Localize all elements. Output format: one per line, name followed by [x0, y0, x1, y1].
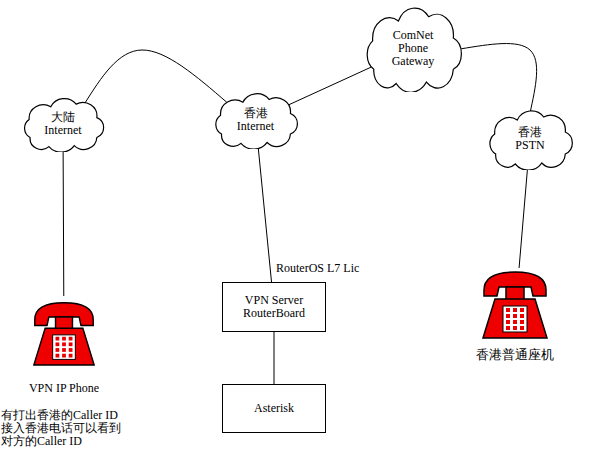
node-label: 香港普通座机	[465, 348, 565, 361]
keypad-key	[513, 308, 517, 312]
telephone-icon	[31, 296, 97, 370]
node-label: ComNet Phone Gateway	[387, 29, 439, 68]
keypad-key	[62, 348, 66, 352]
internet-cloud: 香港 Internet	[207, 91, 304, 149]
node-label: 大陆 Internet	[37, 111, 89, 137]
connector-line	[84, 50, 226, 104]
keypad-key	[506, 320, 510, 324]
ip-phone: VPN IP Phone	[14, 296, 114, 396]
connector-line	[461, 44, 536, 113]
telephone-icon	[476, 268, 554, 340]
connector-line	[274, 332, 275, 384]
connector-line	[258, 144, 272, 282]
node-label: 香港 Internet	[230, 107, 282, 133]
note-text: 有打出香港的Caller ID 接入香港电话可以看到 对方的Caller ID	[1, 409, 129, 448]
keypad-key	[513, 326, 517, 330]
keypad-key	[520, 308, 524, 312]
connector-line	[519, 165, 528, 268]
keypad-key	[56, 342, 60, 346]
keypad-key	[520, 326, 524, 330]
node-label: Asterisk	[254, 402, 294, 415]
keypad-key	[69, 348, 73, 352]
keypad-key	[69, 354, 73, 358]
phone-neck	[506, 287, 524, 300]
keypad-key	[69, 337, 73, 341]
keypad	[503, 306, 527, 332]
node-label: VPN Server RouterBoard	[236, 294, 312, 320]
internet-cloud: 大陆 Internet	[16, 96, 110, 152]
connector-line	[288, 67, 371, 105]
server-box: VPN Server RouterBoard	[222, 282, 326, 332]
keypad-key	[520, 314, 524, 318]
keypad	[53, 335, 76, 360]
keypad-key	[62, 337, 66, 341]
landline-phone: 香港普通座机	[465, 268, 565, 364]
keypad-key	[56, 337, 60, 341]
phone-neck	[56, 317, 73, 329]
keypad-key	[513, 320, 517, 324]
keypad-key	[69, 342, 73, 346]
phone-body	[483, 299, 547, 338]
connector-line	[63, 148, 65, 296]
keypad-key	[56, 354, 60, 358]
connector-label: RouterOS L7 Lic	[276, 262, 359, 275]
keypad-key	[62, 342, 66, 346]
keypad-key	[506, 326, 510, 330]
pstn-cloud: 香港 PSTN	[481, 108, 579, 170]
keypad-key	[62, 354, 66, 358]
server-box: Asterisk	[222, 384, 326, 433]
keypad-key	[56, 348, 60, 352]
gateway-cloud: ComNet Phone Gateway	[357, 4, 469, 92]
node-label: VPN IP Phone	[14, 382, 114, 395]
node-label: 香港 PSTN	[504, 126, 556, 152]
phone-body	[34, 328, 94, 365]
keypad-key	[506, 308, 510, 312]
keypad-key	[520, 320, 524, 324]
keypad-key	[513, 314, 517, 318]
keypad-key	[506, 314, 510, 318]
